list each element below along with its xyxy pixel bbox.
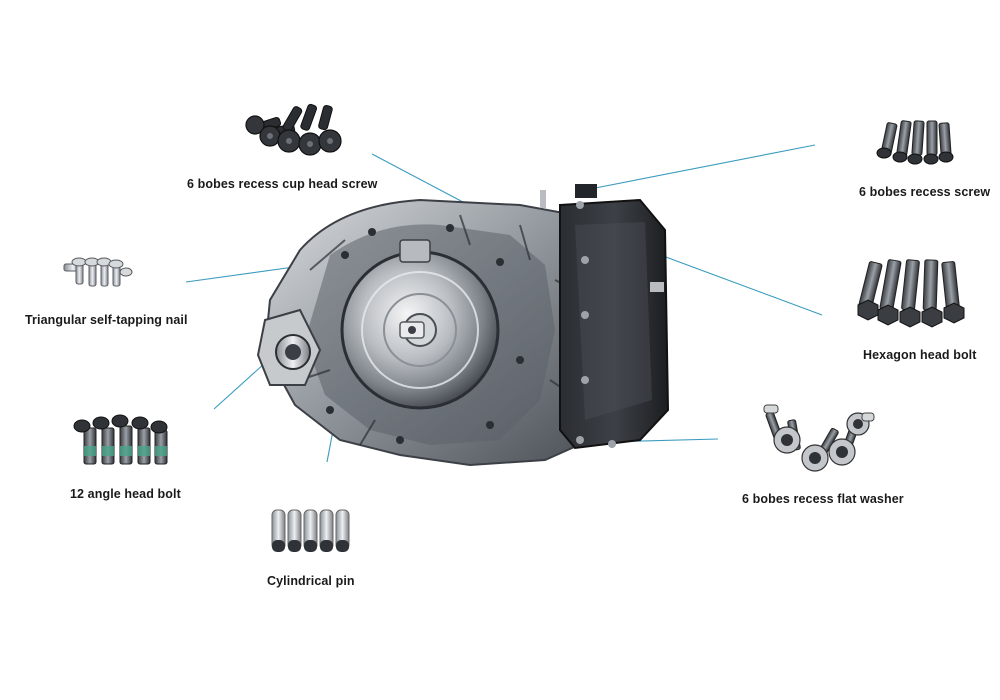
label-angle-head-bolt: 12 angle head bolt [70, 487, 181, 501]
label-hexagon-head-bolt: Hexagon head bolt [863, 348, 977, 362]
flat-washer-icon [763, 404, 875, 472]
hexagon-head-bolt-icon [857, 259, 965, 328]
label-self-tapping-nail: Triangular self-tapping nail [25, 313, 188, 327]
angle-head-bolt-icon [73, 414, 168, 465]
label-flat-washer: 6 bobes recess flat washer [742, 492, 904, 506]
label-cylindrical-pin: Cylindrical pin [267, 574, 355, 588]
label-cup-head-screw: 6 bobes recess cup head screw [187, 177, 378, 191]
cup-head-screw-icon [245, 103, 342, 156]
label-recess-screw: 6 bobes recess screw [859, 185, 991, 199]
leader-line-recess-screw [584, 144, 816, 191]
recess-screw-icon [876, 120, 954, 165]
transmission-icon [256, 184, 670, 467]
self-tapping-nail-icon [63, 257, 133, 287]
cylindrical-pin-icon [271, 509, 350, 552]
